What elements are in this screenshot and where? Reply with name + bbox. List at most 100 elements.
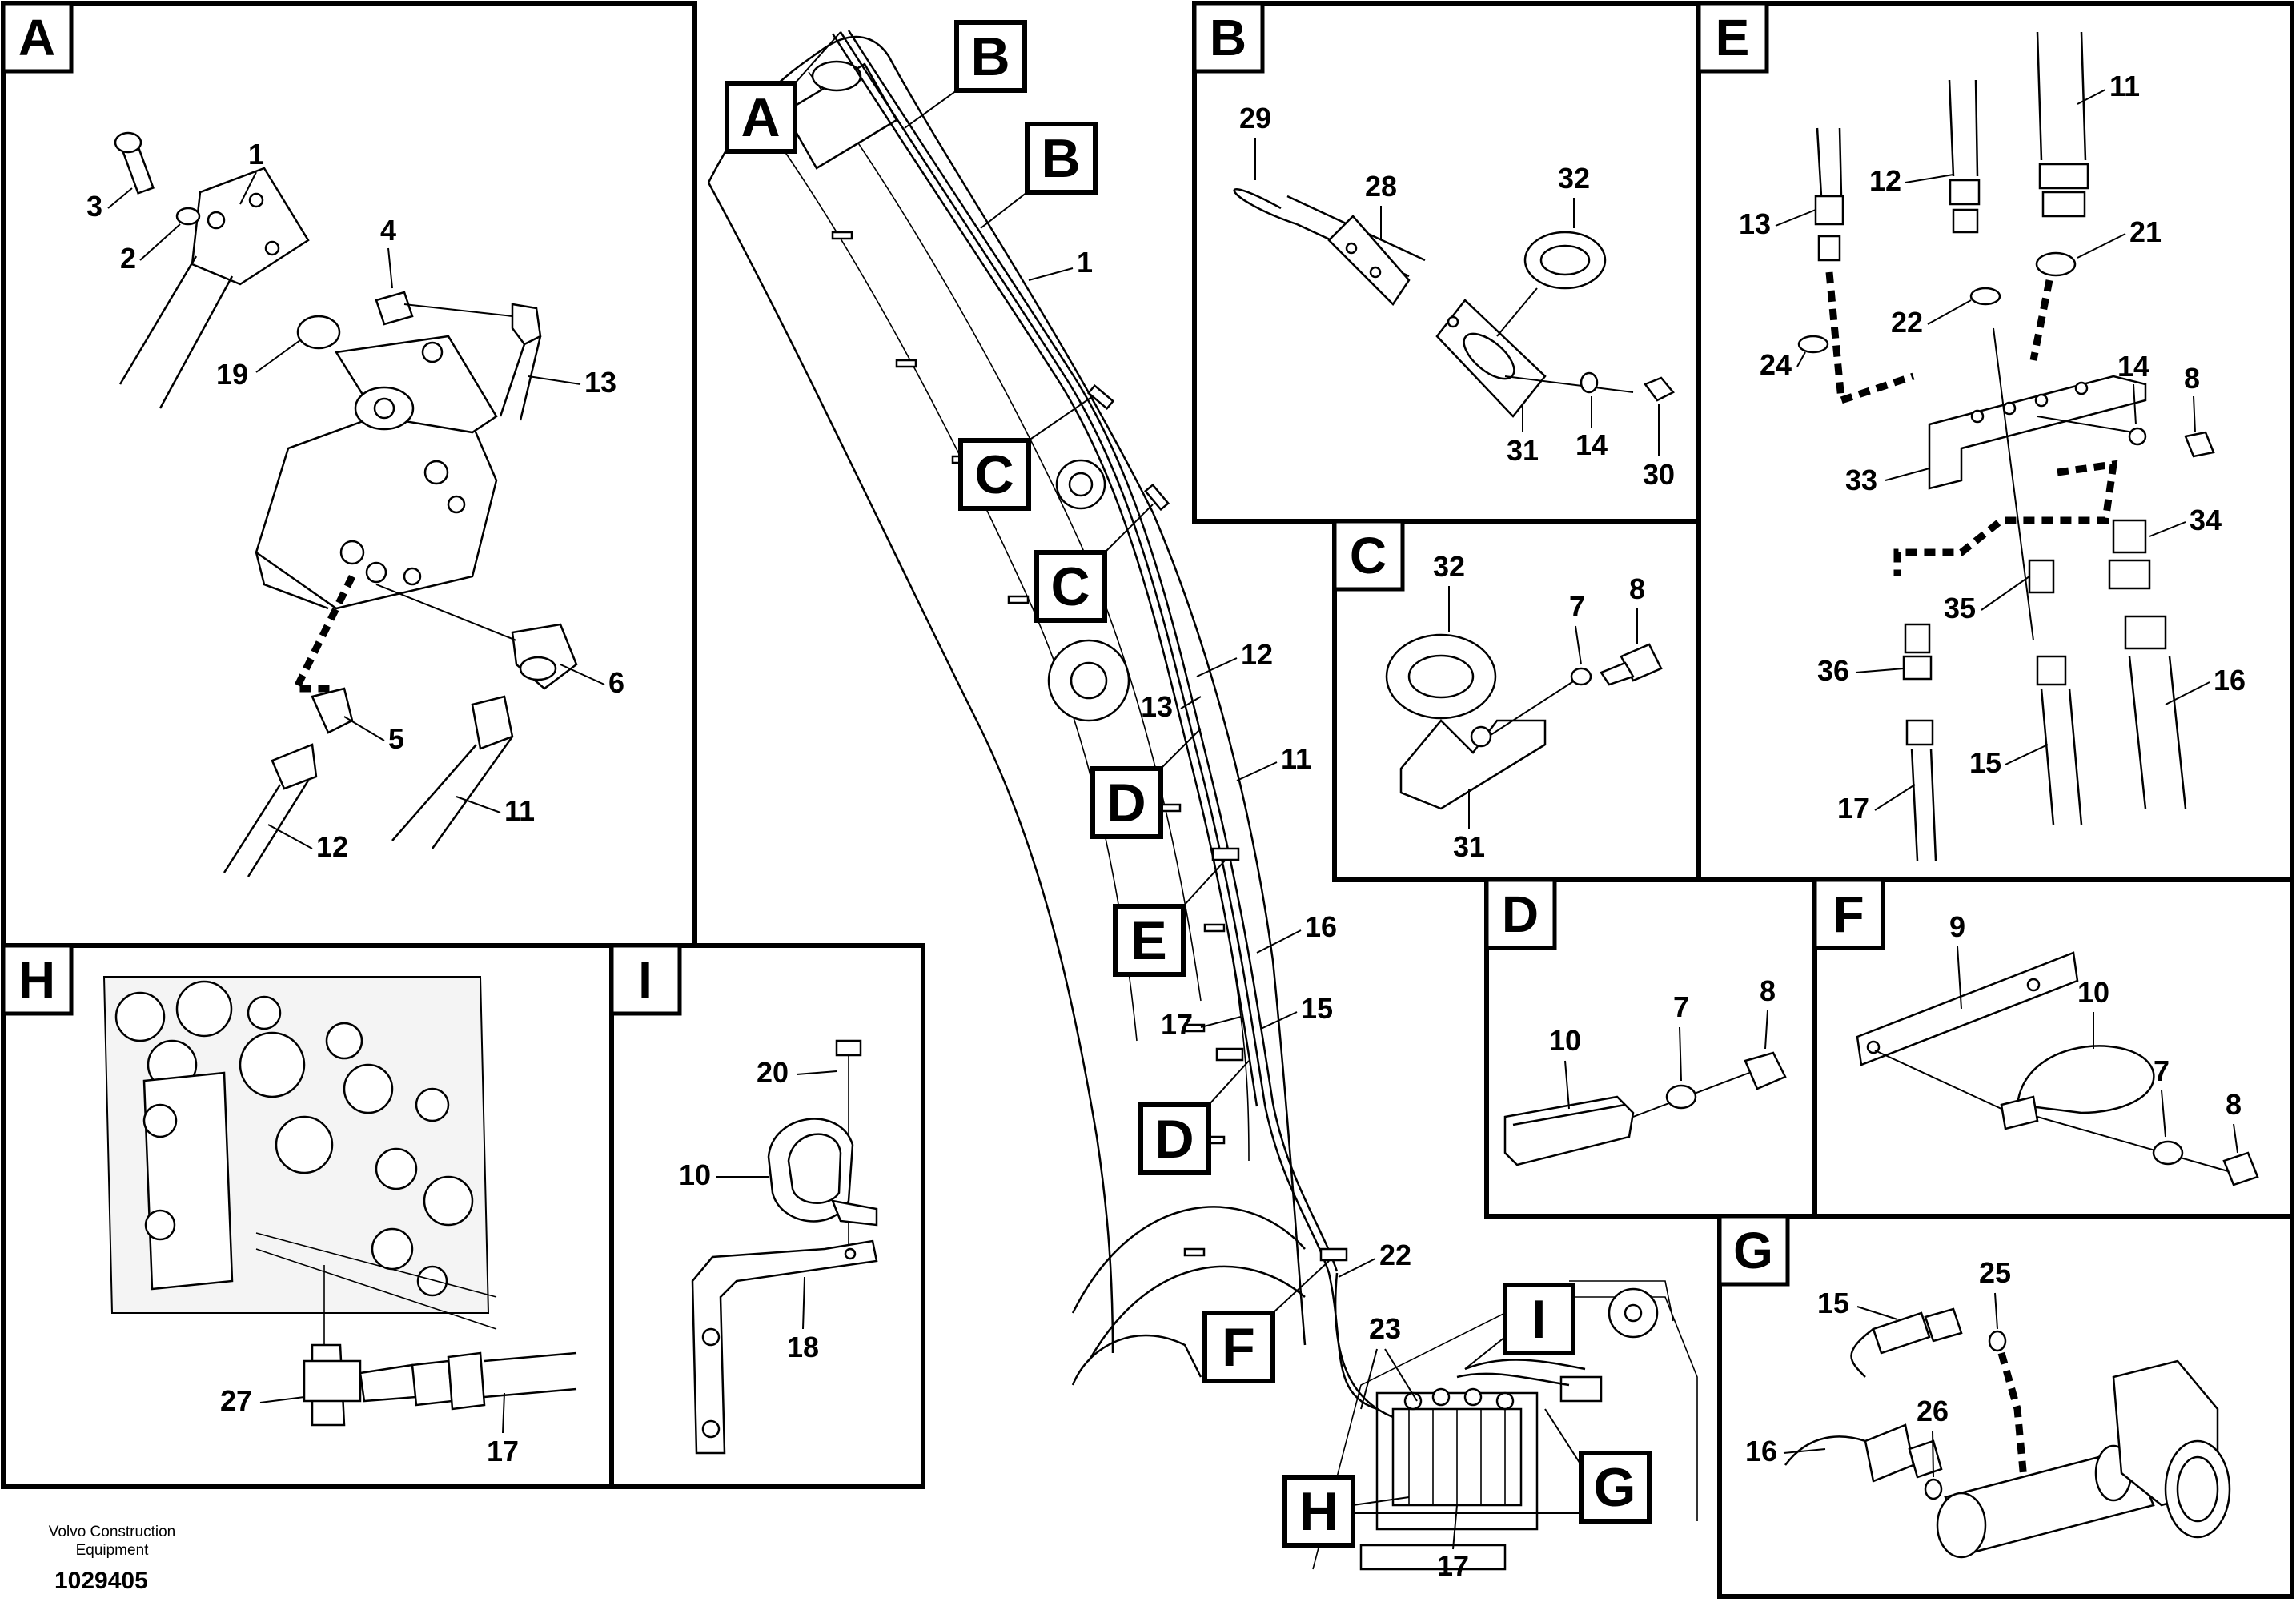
panel-I-tag: I [638, 951, 652, 1009]
part-number-26: 26 [1917, 1395, 1949, 1427]
part-number-34: 34 [2190, 504, 2222, 536]
overview-boom [707, 30, 1698, 1571]
detail-callout-label-I: I [1531, 1289, 1547, 1350]
part-number-22: 22 [1891, 306, 1923, 339]
part-number-1: 1 [248, 138, 264, 171]
part-number-21: 21 [2129, 215, 2162, 248]
overview-callout-G: G [1544, 1408, 1652, 1524]
part-number-10: 10 [679, 1158, 711, 1191]
part-number-31: 31 [1507, 434, 1539, 467]
detail-callout-label-C: C [1050, 556, 1090, 617]
overview-part-numbers: 1 12 13 11 16 17 15 22 23 17 [1028, 246, 1469, 1582]
overview-callout-F: F [1202, 1260, 1330, 1383]
part-number-8: 8 [2226, 1088, 2242, 1121]
part-number-10: 10 [1549, 1024, 1581, 1057]
panel-F-tag: F [1832, 885, 1864, 943]
panel-I: I 20 10 18 [609, 943, 925, 1489]
part-number-12: 12 [1241, 638, 1273, 671]
detail-callout-label-B: B [970, 26, 1010, 87]
part-number-3: 3 [86, 190, 102, 223]
panel-G: G 15 25 26 16 [1717, 1214, 2294, 1599]
part-number-27: 27 [220, 1384, 252, 1417]
part-number-16: 16 [2214, 664, 2246, 697]
part-number-17: 17 [1437, 1549, 1469, 1582]
part-number-15: 15 [1301, 992, 1333, 1025]
part-number-36: 36 [1817, 654, 1849, 687]
brand-line-1: Volvo Construction [48, 1524, 176, 1540]
part-number-32: 32 [1433, 550, 1465, 583]
panel-F: F 9 10 7 8 [1812, 877, 2294, 1219]
panel-E-tag: E [1716, 9, 1750, 66]
overview-callout-H: H [1282, 1475, 1410, 1548]
part-number-7: 7 [1569, 590, 1585, 623]
part-number-16: 16 [1305, 910, 1337, 943]
panel-H-tag: H [18, 951, 55, 1009]
detail-callout-label-B: B [1041, 128, 1080, 189]
part-number-11: 11 [1281, 742, 1311, 775]
overview-callout-A: A [725, 31, 841, 154]
detail-callout-label-D: D [1106, 773, 1146, 833]
part-number-31: 31 [1453, 830, 1485, 863]
brand-name: Volvo Construction Equipment [32, 1523, 192, 1560]
part-number-15: 15 [1817, 1287, 1849, 1319]
part-number-28: 28 [1365, 170, 1397, 203]
overview-callout-D2: D [1138, 1060, 1250, 1175]
detail-callout-label-D: D [1154, 1109, 1194, 1170]
detail-callout-label-F: F [1222, 1317, 1255, 1378]
panel-G-tag: G [1733, 1222, 1773, 1279]
part-number-12: 12 [316, 830, 348, 863]
part-number-12: 12 [1869, 164, 1901, 197]
panel-D-tag: D [1502, 885, 1539, 943]
part-number-30: 30 [1643, 458, 1675, 491]
panel-A-tag: A [18, 9, 55, 66]
detail-callout-label-H: H [1299, 1481, 1338, 1542]
panel-B: B 29 28 32 31 14 30 [1192, 1, 1701, 524]
overview-callout-E: E [1113, 860, 1226, 977]
part-number-19: 19 [216, 358, 248, 391]
part-number-6: 6 [608, 666, 624, 699]
part-number-17: 17 [1837, 792, 1869, 825]
part-number-10: 10 [2077, 976, 2109, 1009]
part-number-29: 29 [1239, 102, 1271, 135]
part-number-1: 1 [1077, 246, 1093, 279]
panel-H: H 27 17 [1, 943, 614, 1489]
part-number-13: 13 [1739, 207, 1771, 240]
panel-C: C 32 7 8 31 [1332, 519, 1701, 882]
document-id: 1029405 [54, 1568, 148, 1594]
part-number-13: 13 [584, 366, 616, 399]
part-number-15: 15 [1969, 746, 2001, 779]
part-number-7: 7 [2154, 1054, 2170, 1087]
panel-D: D 10 7 8 [1484, 877, 1817, 1219]
part-number-8: 8 [2184, 362, 2200, 395]
detail-callout-label-A: A [741, 87, 780, 148]
detail-callout-label-E: E [1130, 910, 1166, 971]
panel-C-tag: C [1350, 527, 1387, 584]
overview-callout-D1: D [1090, 728, 1202, 839]
part-number-17: 17 [1161, 1008, 1193, 1041]
detail-callout-label-G: G [1594, 1457, 1636, 1518]
overview-callout-I: I [1464, 1283, 1575, 1370]
overview-callout-B1: B [904, 20, 1027, 129]
overview-callout-C1: C [958, 395, 1094, 511]
panel-B-tag: B [1210, 9, 1246, 66]
part-number-5: 5 [388, 722, 404, 755]
part-number-32: 32 [1558, 162, 1590, 195]
overview-callout-B2: B [980, 122, 1098, 229]
part-number-16: 16 [1745, 1435, 1777, 1467]
part-number-2: 2 [120, 242, 136, 275]
overview-callout-C2: C [1034, 504, 1154, 623]
part-number-23: 23 [1369, 1312, 1401, 1345]
part-number-14: 14 [1575, 428, 1608, 461]
part-number-4: 4 [380, 214, 396, 247]
part-number-11: 11 [504, 794, 535, 827]
part-number-11: 11 [2109, 70, 2140, 102]
part-number-8: 8 [1629, 572, 1645, 605]
part-number-33: 33 [1845, 464, 1877, 496]
part-number-14: 14 [2117, 350, 2149, 383]
part-number-7: 7 [1673, 990, 1689, 1023]
detail-callout-label-C: C [974, 444, 1014, 505]
panel-A: A [1, 1, 697, 948]
part-number-8: 8 [1760, 974, 1776, 1007]
part-number-18: 18 [787, 1331, 819, 1363]
